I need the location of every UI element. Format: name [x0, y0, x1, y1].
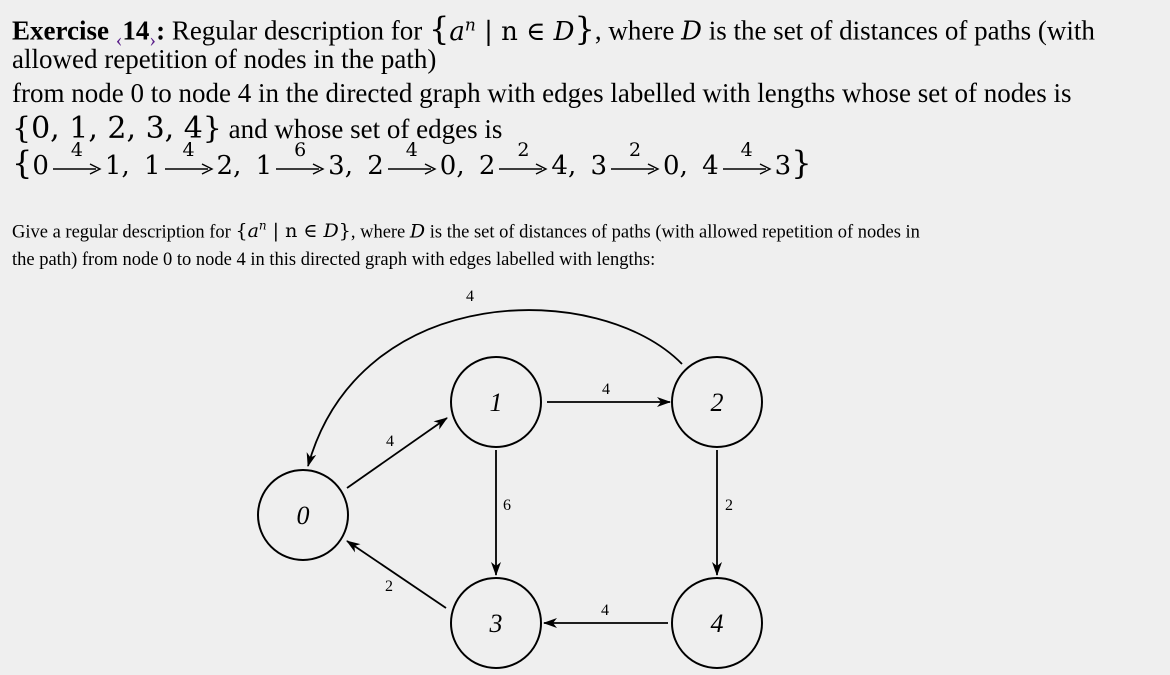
graph-node-3: 3	[450, 577, 542, 669]
labelled-arrow: 4	[387, 139, 437, 181]
header-line-2: allowed repetition of nodes in the path)	[12, 44, 437, 74]
svg-text:0: 0	[297, 501, 310, 530]
desc-text-2: , where	[350, 222, 410, 243]
desc-text-1: Give a regular description for	[12, 222, 236, 243]
svg-text:1: 1	[490, 388, 503, 417]
graph-node-1: 1	[450, 356, 542, 448]
svg-text:3: 3	[489, 609, 503, 638]
graph-node-4: 4	[671, 577, 763, 669]
edge-length: 4	[405, 139, 418, 161]
edge-length: 6	[294, 139, 307, 161]
svg-text:2: 2	[711, 388, 724, 417]
title-colon: :	[156, 15, 166, 46]
exercise-word: Exercise	[12, 15, 109, 46]
title-text-3: is the set of distances of paths (with	[701, 15, 1095, 46]
labelled-arrow: 2	[610, 139, 660, 181]
edge-label-0-1: 4	[386, 433, 394, 450]
labelled-arrow: 4	[722, 139, 772, 181]
edge-length: 2	[517, 139, 530, 161]
edge-length: 4	[70, 139, 83, 161]
desc-set-expression: {an | n ∈ D}	[235, 219, 351, 243]
edge-length: 4	[182, 139, 195, 161]
desc-set-d: D	[409, 220, 426, 243]
edge-label-1-3: 6	[503, 497, 511, 514]
exercise-number: 14	[122, 15, 150, 46]
desc-text-4: the path) from node 0 to node 4 in this …	[12, 250, 656, 271]
svg-text:4: 4	[711, 609, 724, 638]
title-text-2: , where	[594, 15, 682, 46]
edge-label-1-2: 4	[602, 381, 610, 398]
edge-label-2-0: 4	[466, 288, 474, 305]
edge-2-to-0	[306, 309, 683, 467]
labelled-arrow: 4	[164, 139, 214, 181]
edge-label-2-4: 2	[725, 497, 733, 514]
exercise-header: Exercise ‹14›: Regular description for {…	[12, 8, 1162, 148]
bracket-left: ‹	[115, 28, 123, 51]
edge-3-to-0	[346, 540, 447, 609]
header-line-3: from node 0 to node 4 in the directed gr…	[12, 78, 1072, 108]
labelled-arrow: 2	[498, 139, 548, 181]
graph-node-2: 2	[671, 356, 763, 448]
edge-label-4-3: 4	[601, 602, 609, 619]
edge-set-close-brace: }	[791, 144, 812, 182]
nodes-set: {0, 1, 2, 3, 4}	[12, 111, 222, 146]
labelled-arrow: 4	[52, 139, 102, 181]
edge-length: 2	[628, 139, 642, 161]
title-text-1: Regular description for	[165, 15, 429, 46]
header-line-4: {0, 1, 2, 3, 4} and whose set of edges i…	[12, 110, 1162, 148]
exercise-description: Give a regular description for {an | n ∈…	[12, 212, 1012, 274]
desc-text-3: is the set of distances of paths (with a…	[425, 222, 920, 243]
set-d: D	[681, 16, 702, 47]
edge-length: 4	[740, 139, 753, 161]
header-line-1: Exercise ‹14›: Regular description for {…	[12, 8, 1162, 51]
edges-intro: and whose set of edges is	[221, 114, 503, 144]
bracket-right: ›	[149, 28, 157, 51]
edge-label-3-0: 2	[385, 578, 393, 595]
graph-node-0: 0	[257, 469, 349, 561]
edge-0-to-1	[346, 417, 448, 489]
labelled-arrow: 6	[275, 139, 325, 181]
edge-set-open-brace: {	[12, 144, 33, 182]
set-expression: {an | n ∈ D}	[429, 9, 595, 48]
